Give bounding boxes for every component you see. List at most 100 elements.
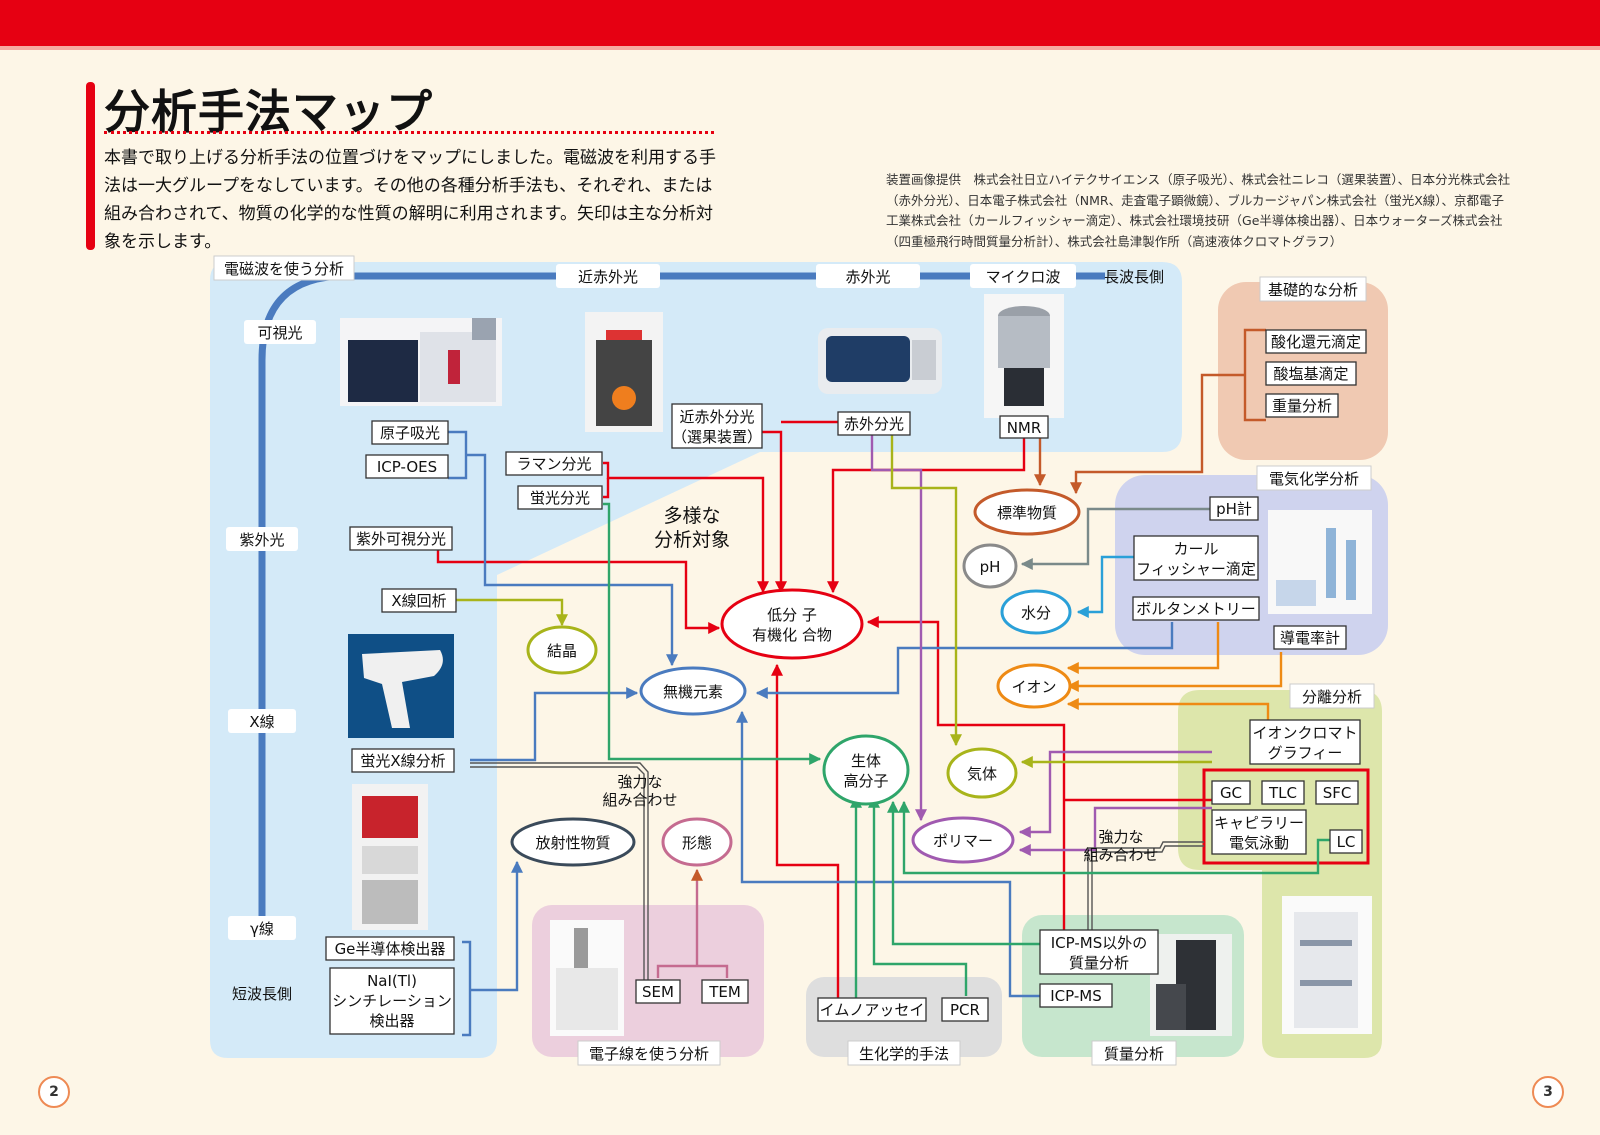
method-voltammetry: ボルタンメトリー: [1136, 600, 1256, 618]
group-label-electro: 電気化学分析: [1269, 470, 1359, 488]
group-label-em: 電磁波を使う分析: [224, 260, 344, 278]
spectrum-uv: 紫外光: [239, 531, 284, 549]
method-gc: GC: [1220, 784, 1242, 802]
group-label-mass: 質量分析: [1104, 1045, 1164, 1063]
arrow-sep-to-polymer: [1018, 806, 1212, 856]
method-redox: 酸化還元滴定: [1271, 333, 1361, 351]
method-raman: ラマン分光: [516, 455, 591, 473]
target-polymer: ポリマー: [933, 832, 993, 850]
combo-note-1a: 強力な: [617, 773, 662, 791]
group-label-electron: 電子線を使う分析: [589, 1045, 709, 1063]
arrow-ir-to-polymer: [870, 432, 927, 822]
em-analysis-region: [210, 262, 1182, 1058]
method-gravimetric: 重量分析: [1272, 397, 1332, 415]
method-kf-2: フィッシャー滴定: [1136, 560, 1256, 578]
target-morphology: 形態: [682, 834, 712, 852]
arrow-icpms-to-inorganic: [736, 710, 1040, 998]
method-aas: 原子吸光: [380, 424, 440, 442]
page-number-left: 2: [38, 1076, 70, 1108]
arrow-xrf-to-inorganic: [470, 687, 639, 762]
method-box-frames: [325, 329, 1367, 1035]
method-ic-2: グラフィー: [1268, 744, 1343, 762]
combo-note-2a: 強力な: [1098, 828, 1143, 846]
target-biopoly-2: 高分子: [843, 772, 888, 790]
combo-note-1b: 組み合わせ: [602, 791, 677, 809]
kf-titrator-image: [1268, 510, 1372, 614]
spectrum-nir: 近赤外光: [578, 268, 638, 286]
target-ion: イオン: [1011, 678, 1056, 696]
top-color-band: [0, 0, 1600, 46]
arrow-xrd-to-crystal: [456, 598, 568, 627]
method-ce-2: 電気泳動: [1229, 834, 1289, 852]
arrow-gc-to-polymer: [1018, 750, 1212, 838]
arrow-lc-to-biopoly: [898, 800, 1350, 875]
spectrum-labels: 可視光 紫外光 X線 γ線 短波長側 近赤外光 赤外光 マイクロ波 長波長側: [226, 264, 1164, 1003]
bracket-gamma: [462, 940, 472, 1037]
target-water: 水分: [1021, 604, 1051, 622]
arrow-nmr-to-lowmol: [827, 438, 1026, 594]
target-gas: 気体: [967, 765, 997, 783]
arrow-basic-to-standard: [1070, 373, 1245, 495]
method-kf-1: カール: [1173, 540, 1218, 558]
hplc-instrument-image: [1282, 896, 1372, 1034]
method-nmr: NMR: [1007, 419, 1042, 437]
title-dotted-rule: [104, 131, 714, 134]
target-lowmol-1: 低分 子: [767, 606, 817, 624]
arrow-ic-to-ion: [1066, 698, 1270, 720]
method-labels: 原子吸光 ICP-OES ラマン分光 蛍光分光 近赤外分光 （選果装置） 赤外分…: [332, 333, 1361, 1030]
method-ce-1: キャピラリー: [1214, 814, 1304, 832]
arrow-fluor-to-biopoly: [603, 502, 822, 765]
spectrum-xray: X線: [249, 713, 274, 731]
method-nir: 近赤外分光: [679, 408, 754, 426]
target-ph: pH: [980, 558, 1001, 576]
diverse-targets-2: 分析対象: [654, 529, 730, 551]
combo-line-xrf-sem: [470, 762, 649, 980]
method-conductivity: 導電率計: [1280, 629, 1340, 647]
spectrum-short: 短波長側: [232, 985, 292, 1003]
method-tem: TEM: [708, 983, 741, 1001]
target-inorganic: 無機元素: [663, 683, 723, 701]
method-sfc: SFC: [1323, 784, 1352, 802]
method-ic-1: イオンクロマト: [1252, 724, 1357, 742]
aas-instrument-image: [340, 318, 502, 406]
group-label-biochem: 生化学的手法: [859, 1045, 949, 1063]
arrow-fluor-join: [603, 478, 610, 499]
method-lc: LC: [1337, 833, 1356, 851]
arrow-cond-to-ion: [1066, 652, 1283, 692]
xrf-gun-image: [348, 634, 454, 738]
method-icpoes: ICP-OES: [377, 458, 437, 476]
method-immunoassay: イムノアッセイ: [820, 1001, 925, 1019]
method-ms-other-2: 質量分析: [1069, 954, 1129, 972]
arrow-kf-to-water: [1076, 555, 1134, 618]
group-labels: 電磁波を使う分析 基礎的な分析 電気化学分析 分離分析 電子線を使う分析 生化学…: [213, 255, 1375, 1066]
arrow-volt-to-ion: [1066, 622, 1220, 674]
spectrum-visible: 可視光: [257, 324, 302, 342]
image-credit: 装置画像提供 株式会社日立ハイテクサイエンス（原子吸光）、株式会社ニレコ（選果装…: [886, 172, 1511, 249]
arrow-pcr-to-biopoly: [868, 795, 968, 996]
page-number-right: 3: [1532, 1076, 1564, 1108]
intro-text: 本書で取り上げる分析手法の位置づけをマップにしました。電磁波を利用する手法は一大…: [104, 148, 716, 252]
diverse-targets-1: 多様な: [663, 505, 720, 527]
sem-instrument-image: [550, 920, 624, 1036]
arrow-ir-to-gas: [890, 432, 962, 747]
arrow-nir-to-lowmol: [761, 430, 787, 594]
method-nir-sorter: （選果装置）: [672, 428, 762, 446]
group-label-separation: 分離分析: [1302, 688, 1362, 706]
ir-spectrometer-image: [818, 328, 942, 394]
method-ir: 赤外分光: [844, 415, 904, 433]
method-uvvis: 紫外可視分光: [356, 530, 446, 548]
ge-detector-image: [352, 784, 428, 930]
target-standard: 標準物質: [997, 504, 1057, 522]
arrow-ms-to-lowmol: [866, 616, 1066, 930]
lc-combination-frame: [1202, 768, 1370, 865]
method-fluorescence: 蛍光分光: [530, 489, 590, 507]
bracket-sem-tem: [656, 964, 729, 978]
arrow-volt-to-inorganic: [755, 622, 1174, 699]
method-icpms: ICP-MS: [1050, 987, 1102, 1005]
spectrum-gamma: γ線: [250, 920, 274, 938]
method-acidbase: 酸塩基滴定: [1273, 365, 1348, 383]
arrow-phmeter-to-ph: [1020, 507, 1210, 570]
method-xrf: 蛍光X線分析: [360, 752, 445, 770]
method-pcr: PCR: [950, 1001, 980, 1019]
